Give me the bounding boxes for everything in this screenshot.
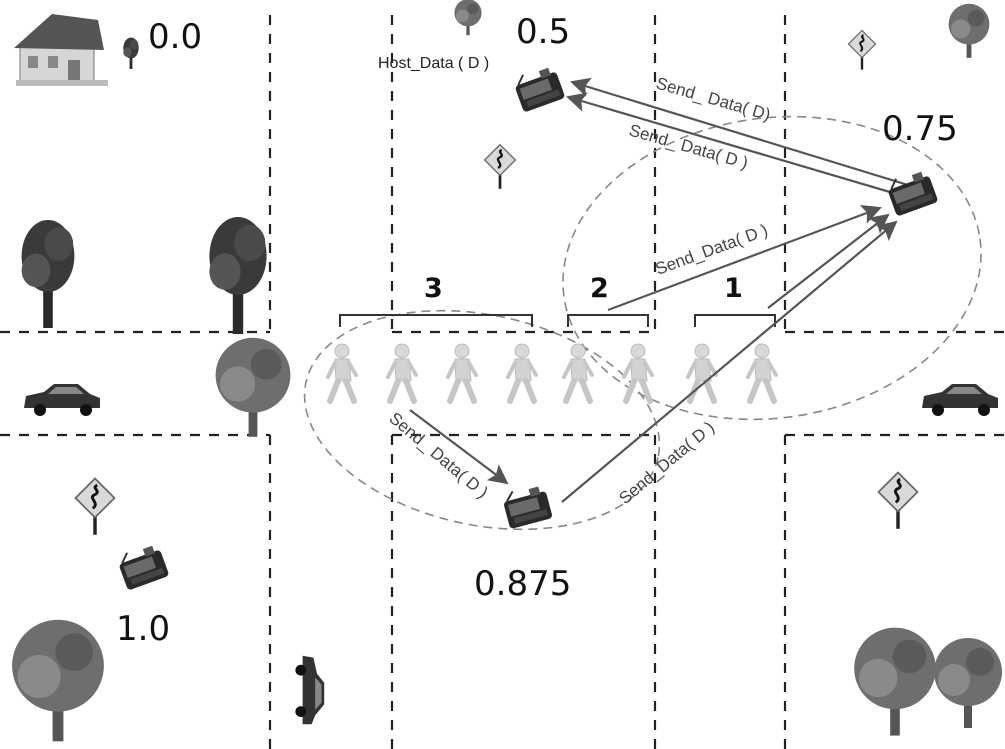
pedestrian-icon xyxy=(328,344,356,401)
left-node-icon xyxy=(116,542,170,591)
pedestrian-icon xyxy=(388,344,416,401)
car-icon xyxy=(24,384,100,416)
bracket-1 xyxy=(695,315,775,327)
segment-brackets xyxy=(340,315,775,327)
bracket-2 xyxy=(568,315,648,327)
value-host: 0.5 xyxy=(516,12,570,52)
segment-label-3: 3 xyxy=(424,273,443,304)
tree-icon xyxy=(12,620,104,742)
pedestrian-row xyxy=(328,344,776,401)
value-home: 0.0 xyxy=(148,17,202,57)
value-center: 0.875 xyxy=(474,564,571,604)
right-node-icon xyxy=(885,168,939,217)
pedestrian-icon xyxy=(508,344,536,401)
arrow-seg2-to-right xyxy=(608,208,880,310)
msg-right-to-host-bottom: Send_ Data( D ) xyxy=(627,121,750,173)
host-node-icon xyxy=(512,64,566,113)
value-right: 0.75 xyxy=(882,109,958,149)
pedestrian-icon xyxy=(564,344,592,401)
msg-center-to-right: Send_Data( D ) xyxy=(615,418,718,508)
tree-icon xyxy=(454,0,481,35)
tree-icon xyxy=(209,217,266,334)
tree-icon xyxy=(22,220,75,328)
value-left: 1.0 xyxy=(116,609,170,649)
winding-road-sign-icon xyxy=(878,472,917,528)
pedestrian-icon xyxy=(448,344,476,401)
center-node-icon xyxy=(501,483,553,529)
msg-right-to-host-top: Send_ Data( D) xyxy=(654,74,773,125)
winding-road-sign-icon xyxy=(485,145,516,189)
pedestrian-icon xyxy=(748,344,776,401)
region-center xyxy=(284,280,680,560)
car-icon xyxy=(295,656,324,724)
house-icon xyxy=(14,14,108,86)
tree-icon xyxy=(934,638,1002,728)
host-data-label: Host_Data ( D ) xyxy=(378,55,489,72)
msg-seg3-to-center: Send_ Data( D ) xyxy=(385,409,491,503)
tree-icon xyxy=(854,628,936,736)
tree-icon xyxy=(216,338,291,437)
tree-icon xyxy=(123,38,138,70)
car-icon xyxy=(922,384,998,416)
tree-icon xyxy=(949,4,990,58)
segment-label-1: 1 xyxy=(724,273,743,304)
winding-road-sign-icon xyxy=(75,478,114,534)
segment-label-2: 2 xyxy=(590,273,609,304)
winding-road-sign-icon xyxy=(848,30,875,69)
